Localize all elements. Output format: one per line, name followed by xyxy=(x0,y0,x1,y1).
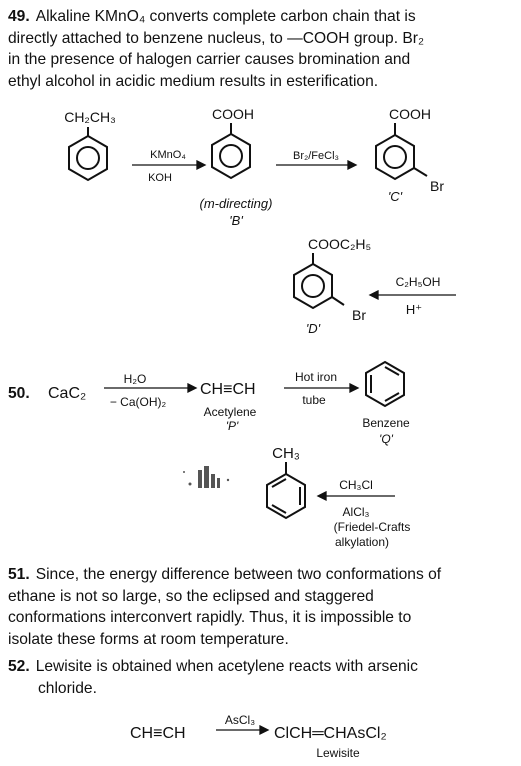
q50-number: 50. xyxy=(8,385,30,402)
methyl-group: CH₃ xyxy=(272,445,300,462)
reagent-kmno4: KMnO₄ xyxy=(150,149,186,161)
benzene-ring-m-bromobenzoic-acid xyxy=(375,133,415,181)
arrow-bromination xyxy=(347,159,358,171)
benzene-name: Benzene xyxy=(362,416,410,430)
q49-line-4: ethyl alcohol in acidic medium results i… xyxy=(8,72,379,90)
lewisite-formula: ClCH═CHAsCl₂ xyxy=(274,725,387,742)
double-bond xyxy=(271,504,287,514)
reagent-hot-iron: Hot iron xyxy=(295,370,337,384)
q49-number: 49. xyxy=(8,8,30,25)
compound-q-label: 'Q' xyxy=(379,432,394,446)
aromatic-circle xyxy=(76,146,100,170)
q51-line-4: isolate these forms at room temperature. xyxy=(8,630,289,648)
q51-number: 51. xyxy=(8,566,30,583)
compound-c-label: 'C' xyxy=(388,189,403,204)
friedel-crafts-note: (Friedel-Crafts xyxy=(334,520,411,534)
cooh-group-c: COOH xyxy=(389,106,431,122)
arrow-polymerization xyxy=(349,382,360,394)
arrow-hydrolysis xyxy=(187,382,198,394)
bond xyxy=(413,167,428,177)
compound-d-label: 'D' xyxy=(306,321,321,336)
ethyl-group: CH₂CH₃ xyxy=(64,109,116,125)
acetylene-q52: CH≡CH xyxy=(130,725,186,742)
double-bond xyxy=(384,392,400,402)
ester-group: COOC₂H₅ xyxy=(308,236,371,252)
arrow-kmno4 xyxy=(196,159,207,171)
reagent-ch3cl: CH₃Cl xyxy=(339,478,373,492)
bond xyxy=(331,296,345,306)
aromatic-circle xyxy=(383,145,407,169)
double-bond xyxy=(271,478,287,488)
q49-line-2: directly attached to benzene nucleus, to… xyxy=(8,29,425,47)
compound-p-label: 'P' xyxy=(226,419,239,433)
compound-b-label: 'B' xyxy=(229,213,243,228)
m-directing-note: (m-directing) xyxy=(200,196,273,211)
alkylation-note: alkylation) xyxy=(335,535,389,549)
q49-line-3: in the presence of halogen carrier cause… xyxy=(8,51,411,68)
benzene-ring-toluene xyxy=(266,472,306,520)
scan-smudge xyxy=(183,466,230,488)
acetylene-formula: CH≡CH xyxy=(200,381,256,398)
arrow-esterification xyxy=(368,289,379,301)
q49-paragraph: 49. Alkaline KMnO₄ converts complete carb… xyxy=(8,6,510,92)
reagent-h-plus: H⁺ xyxy=(406,302,422,317)
q52-paragraph: 52. Lewisite is obtained when acetylene r… xyxy=(8,656,510,699)
aromatic-circle xyxy=(301,274,325,298)
reagent-br2-fecl3: Br₂/FeCl₃ xyxy=(293,150,339,162)
reagent-water: H₂O xyxy=(124,372,147,386)
q49-line-1: Alkaline KMnO₄ converts complete carbon … xyxy=(35,8,416,25)
q52-line-2: chloride. xyxy=(38,679,97,697)
double-bond xyxy=(384,366,400,376)
reagent-minus-caoh2: − Ca(OH)₂ xyxy=(110,395,167,409)
q51-line-2: ethane is not so large, so the eclipsed … xyxy=(8,587,374,605)
q51-line-3: conformations interconvert rapidly. Thus… xyxy=(8,609,412,626)
aromatic-circle xyxy=(219,144,243,168)
benzene-ring-ester xyxy=(293,262,333,310)
benzene-ring-benzoic-acid xyxy=(211,132,251,180)
reagent-ascl3: AsCl₃ xyxy=(225,713,255,727)
arrow-alkylation xyxy=(316,490,327,502)
q51-paragraph: 51. Since, the energy difference between … xyxy=(8,564,510,650)
q52-number: 52. xyxy=(8,658,30,675)
reagent-koh: KOH xyxy=(148,172,172,184)
bromo-c: Br xyxy=(430,178,444,194)
calcium-carbide: CaC₂ xyxy=(48,385,86,402)
reagent-ethanol: C₂H₅OH xyxy=(396,275,441,289)
q52-line-1: Lewisite is obtained when acetylene reac… xyxy=(35,658,418,675)
bromo-d: Br xyxy=(352,307,366,323)
q51-line-1: Since, the energy difference between two… xyxy=(35,566,442,583)
acetylene-name: Acetylene xyxy=(204,405,257,419)
benzene-ring-kekule xyxy=(365,360,405,408)
arrow-lewisite xyxy=(259,724,270,736)
cooh-group-b: COOH xyxy=(212,106,254,122)
reagent-alcl3: AlCl₃ xyxy=(343,505,370,519)
reagent-tube: tube xyxy=(302,393,326,407)
benzene-ring-ethylbenzene xyxy=(68,134,108,182)
lewisite-name: Lewisite xyxy=(316,746,360,760)
